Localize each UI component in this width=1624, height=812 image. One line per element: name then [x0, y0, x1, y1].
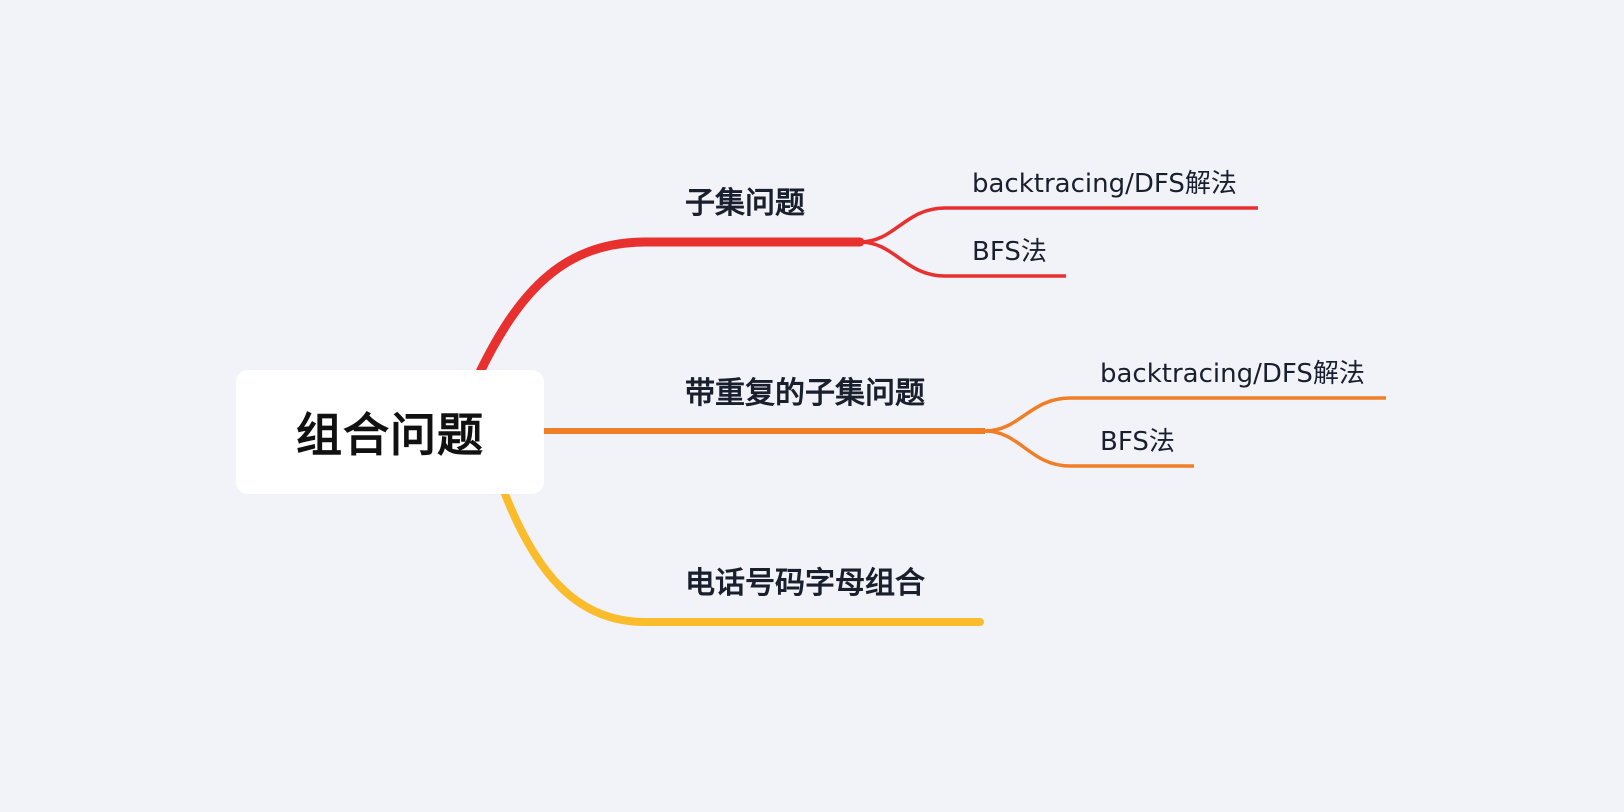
branch-topic-phone-letter-combinations[interactable]: 电话号码字母组合	[685, 566, 925, 601]
connector-root-branch-3	[501, 490, 984, 626]
connector-root-branch-1	[475, 237, 865, 377]
subtopic-duplicates-bfs[interactable]: BFS法	[1100, 427, 1175, 457]
root-topic-label: 组合问题	[296, 408, 484, 462]
root-topic-card[interactable]: 组合问题	[236, 370, 544, 494]
connector-branch-1-child-2	[859, 240, 1066, 278]
connector-branch-2-child-1	[984, 396, 1386, 433]
branch-topic-subset-with-duplicates[interactable]: 带重复的子集问题	[685, 376, 925, 411]
branch-topic-subset-problem[interactable]: 子集问题	[685, 186, 805, 221]
subtopic-subset-dfs[interactable]: backtracing/DFS解法	[972, 169, 1237, 199]
subtopic-duplicates-dfs[interactable]: backtracing/DFS解法	[1100, 359, 1365, 389]
subtopic-subset-bfs[interactable]: BFS法	[972, 237, 1047, 267]
connector-branch-1-child-1	[859, 206, 1258, 244]
connector-branch-2-child-2	[984, 429, 1194, 468]
